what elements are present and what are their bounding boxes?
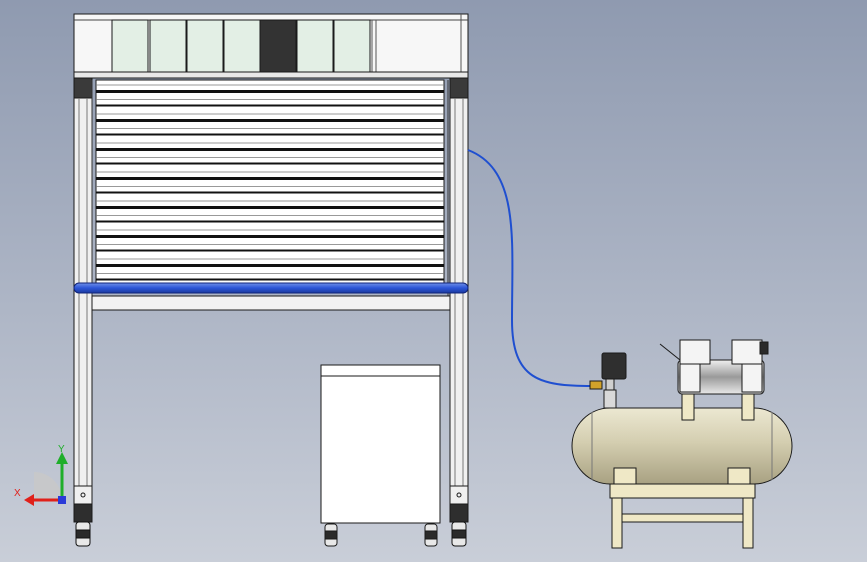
- louver-slats: [96, 84, 444, 281]
- filter-panel-dark[interactable]: [259, 19, 297, 73]
- filter-panel-2[interactable]: [149, 19, 187, 73]
- louver-slat: [96, 206, 444, 209]
- filter-panel-6[interactable]: [333, 19, 371, 73]
- louver-slat: [96, 90, 444, 93]
- louver-slat: [96, 264, 444, 267]
- x-axis-label: X: [14, 488, 21, 499]
- filter-panel-3[interactable]: [186, 19, 224, 73]
- louver-panel[interactable]: [95, 79, 445, 285]
- louver-slat: [96, 119, 444, 122]
- blue-crossbar[interactable]: [73, 282, 469, 294]
- louver-slat: [96, 235, 444, 238]
- filter-panel-1[interactable]: [111, 19, 149, 73]
- coordinate-triad: Y X: [14, 444, 68, 506]
- air-compressor[interactable]: [571, 339, 793, 549]
- louver-slat: [96, 162, 444, 165]
- frame-casters[interactable]: [75, 521, 467, 547]
- filter-panel-4[interactable]: [223, 19, 261, 73]
- louver-slat: [96, 177, 444, 180]
- louver-slat: [96, 191, 444, 194]
- filter-panel-5[interactable]: [296, 19, 334, 73]
- cabinet[interactable]: [320, 364, 441, 547]
- louver-slat: [96, 148, 444, 151]
- louver-slat: [96, 220, 444, 223]
- outlet-valve[interactable]: [589, 380, 603, 390]
- compressor-stand-top[interactable]: [609, 483, 756, 499]
- z-axis-marker: [58, 496, 66, 504]
- louver-slat: [96, 278, 444, 281]
- louver-slat: [96, 104, 444, 107]
- louver-slat: [96, 133, 444, 136]
- pressure-switch[interactable]: [601, 352, 627, 380]
- y-axis-label: Y: [58, 444, 65, 455]
- louver-slat: [96, 249, 444, 252]
- air-hose[interactable]: [467, 149, 593, 387]
